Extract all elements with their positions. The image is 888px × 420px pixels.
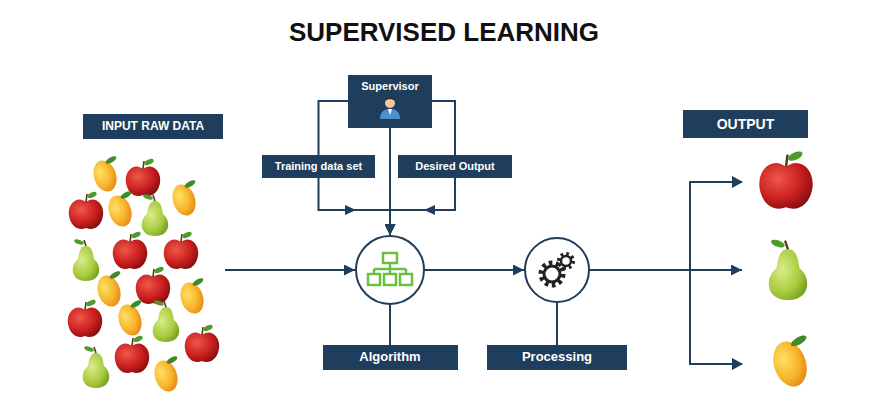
mango [90, 155, 121, 195]
flow-arrow [390, 178, 455, 235]
box-label: INPUT RAW DATA [102, 120, 204, 134]
pear [769, 238, 807, 300]
box-label: Supervisor [361, 80, 418, 93]
mango [768, 333, 813, 391]
arrowhead [732, 176, 743, 188]
apple [759, 149, 812, 208]
box-label: Processing [522, 350, 592, 365]
input-fruit-pile [68, 155, 219, 395]
heading-box: INPUT RAW DATA [83, 114, 223, 139]
apple [136, 266, 170, 304]
flow-arrow [389, 128, 391, 235]
output-fruits [759, 149, 812, 391]
mango [169, 179, 200, 219]
label-box: Processing [487, 345, 627, 370]
mango [115, 299, 146, 339]
apple [115, 335, 149, 373]
processing-circle [524, 237, 590, 303]
flow-arrow [319, 101, 349, 155]
desired-output-box: Desired Output [398, 155, 512, 178]
algorithm-node: Algorithm [355, 235, 425, 305]
box-label: Desired Output [415, 160, 494, 173]
flow-arrow [225, 269, 355, 271]
processing-node: Processing [524, 237, 590, 303]
flow-arrow [425, 269, 524, 271]
flow-arrow [590, 269, 742, 271]
mango [151, 355, 182, 395]
apple [68, 299, 102, 337]
pear [83, 345, 110, 388]
person-icon [377, 95, 403, 119]
algorithm-circle [355, 235, 425, 305]
box-label: Algorithm [359, 350, 420, 365]
leader-lines [390, 303, 557, 345]
apple [113, 231, 147, 269]
supervisor-box: Supervisor [348, 75, 432, 128]
pear [153, 299, 180, 342]
apple [69, 191, 103, 229]
apple [164, 231, 198, 269]
label-box: Algorithm [323, 345, 458, 370]
icon [377, 95, 403, 119]
training-box: Training data set [262, 155, 375, 178]
leader-line [389, 305, 391, 345]
apple [185, 324, 219, 362]
flow-arrow [432, 101, 455, 155]
arrowheads [345, 176, 743, 370]
split-line [690, 182, 742, 364]
input-data-group: INPUT RAW DATA [65, 150, 225, 395]
mango [94, 270, 125, 310]
mango [105, 190, 136, 230]
diagram-title: SUPERVISED LEARNING [0, 17, 888, 48]
pear [73, 238, 100, 281]
output-bracket [690, 182, 742, 364]
leader-line [556, 303, 558, 345]
pear [142, 193, 169, 236]
box-label: OUTPUT [717, 116, 775, 132]
heading-box: OUTPUT [683, 110, 808, 138]
apple [126, 158, 160, 196]
flow-arrow [319, 178, 391, 235]
output-group: OUTPUT [742, 148, 832, 393]
arrowhead [732, 358, 743, 370]
mango [177, 277, 208, 317]
box-label: Training data set [275, 160, 362, 173]
